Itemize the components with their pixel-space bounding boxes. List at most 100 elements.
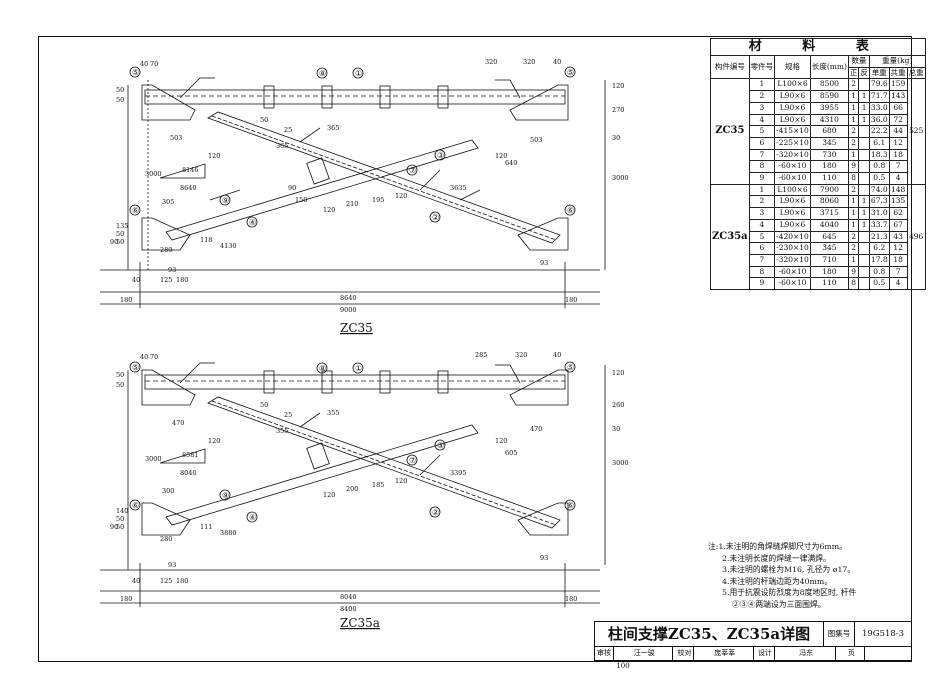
cell-no: 1 bbox=[748, 78, 776, 92]
zc35-dim: 180 bbox=[176, 276, 188, 284]
zc35-dim: 120 bbox=[208, 152, 220, 160]
zc35-mark-6-right: ⑥ bbox=[567, 206, 574, 215]
zc35-dim: 320 bbox=[485, 58, 497, 66]
cell-len: 3955 bbox=[809, 101, 849, 115]
zc35a-dim: 3880 bbox=[220, 529, 237, 537]
cell-pos: 2 bbox=[847, 125, 860, 138]
zc35a-dim: 140 bbox=[116, 507, 128, 515]
cell-pos: 8 bbox=[847, 172, 860, 185]
cell-len: 4310 bbox=[809, 113, 849, 127]
zc35-dim: 3000 bbox=[145, 170, 162, 178]
checker: 庞莘莘 bbox=[697, 647, 754, 660]
cell-spec: L90×6 bbox=[774, 195, 811, 209]
zc35-dim: 93 bbox=[540, 259, 548, 267]
review-label: 审核 bbox=[595, 647, 614, 660]
zc35-dim: 50 bbox=[116, 96, 124, 104]
cell-no: 4 bbox=[748, 218, 776, 232]
cell-len: 3715 bbox=[809, 207, 849, 220]
zc35a-mark-7: ⑦ bbox=[409, 456, 416, 465]
cell-unit: 17.8 bbox=[868, 253, 890, 267]
cell-total: 62 bbox=[888, 207, 908, 220]
zc35-dim: 120 bbox=[323, 206, 335, 214]
cell-rev bbox=[858, 125, 870, 138]
zc35-dim: 180 bbox=[120, 296, 132, 304]
check-label: 校对 bbox=[675, 647, 695, 660]
zc35a-dim: 320 bbox=[515, 351, 527, 359]
cell-spec: -415×10 bbox=[774, 125, 811, 138]
cell-rev bbox=[858, 265, 870, 279]
zc35-dim: 90 bbox=[288, 184, 296, 192]
zc35-dim: 503 bbox=[170, 134, 182, 142]
zc35a-dim: 3000 bbox=[612, 459, 629, 467]
zc35a-dim: 300 bbox=[162, 487, 174, 495]
cell-spec: -60×10 bbox=[774, 277, 811, 291]
header-unit: 单重 bbox=[868, 66, 890, 80]
zc35a-dim: 180 bbox=[176, 577, 188, 585]
cell-total: 66 bbox=[888, 101, 908, 115]
note-item: 1.未注明的角焊缝焊脚尺寸为6mm。 bbox=[718, 542, 847, 551]
cell-len: 345 bbox=[809, 242, 849, 255]
cell-unit: 18.3 bbox=[868, 148, 890, 162]
zc35a-mark-6-right: ⑥ bbox=[567, 501, 574, 510]
zc35-dim: 50 bbox=[116, 86, 124, 94]
drawing-zc35a: ⑤ ⑤ ⑥ ⑥ ⑧ ① ③ ⑦ ② ④ ⑨ 40 70 285 320 40 5… bbox=[100, 351, 629, 630]
zc35a-dim: 50 bbox=[116, 515, 124, 523]
note-line: 5.用于抗震设防烈度为8度地区时, 杆件 bbox=[708, 587, 856, 599]
cell-pos: 1 bbox=[847, 101, 860, 115]
cell-unit: 0.5 bbox=[868, 277, 890, 291]
grand-total: 496 bbox=[906, 183, 926, 291]
cell-rev: 1 bbox=[858, 218, 870, 232]
cell-unit: 0.5 bbox=[868, 172, 890, 185]
cell-unit: 6.2 bbox=[868, 242, 890, 255]
zc35-dim: 40 bbox=[140, 60, 148, 68]
zc35-dim: 9000 bbox=[340, 306, 357, 314]
zc35-mark-5-left: ⑤ bbox=[132, 68, 139, 77]
cell-no: 3 bbox=[748, 207, 776, 220]
cell-no: 1 bbox=[748, 183, 776, 197]
zc35-dim: 120 bbox=[495, 152, 507, 160]
zc35-mark-8: ⑧ bbox=[319, 69, 326, 78]
title-block: 柱间支撑ZC35、ZC35a详图 图集号 19G518-3 审核 汪一骏 校对 … bbox=[594, 621, 912, 670]
zc35a-mark-1: ① bbox=[355, 364, 362, 373]
zc35-dim: 90 bbox=[110, 238, 118, 246]
zc35-dim: 305 bbox=[162, 198, 174, 206]
zc35a-dim: 93 bbox=[168, 561, 176, 569]
group-name: ZC35 bbox=[710, 78, 750, 185]
zc35a-dim: 120 bbox=[612, 369, 624, 377]
cell-len: 7900 bbox=[809, 183, 849, 197]
zc35a-dim: 50 bbox=[116, 523, 124, 531]
cell-len: 730 bbox=[809, 148, 849, 162]
zc35-dim: 40 bbox=[132, 276, 140, 284]
cell-unit: 21.3 bbox=[868, 230, 890, 244]
zc35-mark-2: ② bbox=[432, 213, 439, 222]
zc35a-dim: 30 bbox=[612, 425, 620, 433]
zc35-dim: 30 bbox=[612, 134, 620, 142]
zc35a-dim: 40 bbox=[553, 351, 561, 359]
zc35a-dim: 70 bbox=[150, 353, 158, 361]
note-line: 3.未注明的螺栓为M16, 孔径为 ø17。 bbox=[708, 564, 856, 576]
zc35-dim: 8146 bbox=[182, 166, 199, 174]
zc35a-dim: 180 bbox=[120, 595, 132, 603]
note-item: 4.未注明的杆端边距为40mm。 bbox=[722, 576, 833, 586]
cell-pos: 9 bbox=[847, 265, 860, 279]
zc35a-caption: ZC35a bbox=[340, 616, 380, 630]
note-line: ②③④两端设为三面围焊。 bbox=[708, 599, 856, 611]
cell-total: 7 bbox=[888, 265, 908, 279]
zc35-dim: 4130 bbox=[220, 242, 237, 250]
zc35-dim: 50 bbox=[116, 238, 124, 246]
page-label: 页 bbox=[838, 647, 866, 660]
cell-len: 180 bbox=[809, 160, 849, 174]
zc35a-dim: 8040 bbox=[180, 469, 197, 477]
cell-total: 7 bbox=[888, 160, 908, 174]
zc35-dim: 70 bbox=[150, 60, 158, 68]
zc35-dim: 8640 bbox=[180, 184, 197, 192]
cell-no: 6 bbox=[748, 242, 776, 255]
cell-rev bbox=[858, 277, 870, 291]
cell-rev bbox=[858, 78, 870, 92]
